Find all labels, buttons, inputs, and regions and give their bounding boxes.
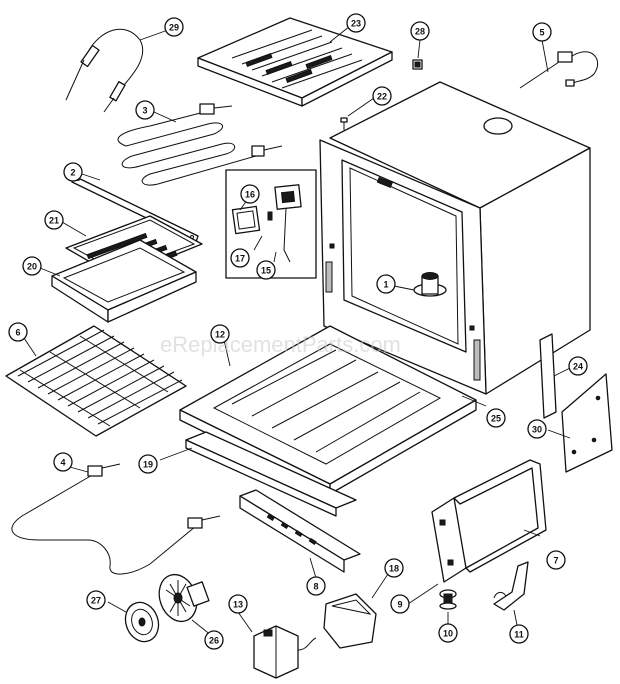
vent-panel-part[interactable]: [239, 489, 361, 573]
callout-30[interactable]: 30: [527, 419, 547, 439]
callout-8[interactable]: 8: [306, 576, 326, 596]
callout-label: 13: [233, 600, 243, 610]
callout-7[interactable]: 7: [546, 550, 566, 570]
callout-18[interactable]: 18: [384, 558, 404, 578]
callout-label: 10: [443, 629, 453, 639]
callout-9[interactable]: 9: [390, 594, 410, 614]
callout-label: 6: [15, 328, 20, 338]
callout-20[interactable]: 20: [22, 256, 42, 276]
callout-10[interactable]: 10: [438, 623, 458, 643]
callout-label: 29: [169, 23, 179, 33]
callout-label: 21: [49, 216, 59, 226]
broil-element-part[interactable]: [117, 103, 283, 186]
broil-shield-part[interactable]: [197, 17, 393, 107]
clip-part[interactable]: [412, 59, 423, 70]
callout-24[interactable]: 24: [568, 356, 588, 376]
callout-label: 22: [377, 92, 387, 102]
drawer-cover-part[interactable]: [323, 593, 377, 649]
callout-19[interactable]: 19: [138, 454, 158, 474]
light-bulb-part[interactable]: [267, 211, 273, 221]
thermostat-bulb-part[interactable]: [65, 28, 144, 113]
broil-pan-part[interactable]: [51, 239, 197, 323]
callout-label: 19: [143, 460, 153, 470]
callout-label: 3: [142, 106, 147, 116]
callout-label: 4: [60, 458, 65, 468]
screw-part[interactable]: [340, 117, 348, 130]
callout-12[interactable]: 12: [210, 324, 230, 344]
light-socket-part[interactable]: [413, 272, 447, 297]
callout-21[interactable]: 21: [44, 210, 64, 230]
light-lens-part[interactable]: [231, 205, 261, 235]
callout-17[interactable]: 17: [230, 248, 250, 268]
oven-rack-part[interactable]: [5, 325, 187, 437]
callout-22[interactable]: 22: [372, 86, 392, 106]
callout-label: 18: [389, 564, 399, 574]
callout-label: 27: [91, 596, 101, 606]
callout-label: 28: [415, 27, 425, 37]
callout-label: 23: [351, 19, 361, 29]
callout-label: 24: [573, 362, 583, 372]
callout-label: 20: [27, 262, 37, 272]
callout-5[interactable]: 5: [532, 22, 552, 42]
callout-label: 7: [553, 556, 558, 566]
callout-label: 26: [209, 636, 219, 646]
callout-label: 25: [491, 414, 501, 424]
callout-16[interactable]: 16: [240, 184, 260, 204]
callout-25[interactable]: 25: [486, 408, 506, 428]
side-bracket-part[interactable]: [561, 373, 613, 473]
callout-23[interactable]: 23: [346, 13, 366, 33]
callout-label: 16: [245, 190, 255, 200]
frame-bracket-part[interactable]: [431, 459, 547, 583]
callout-29[interactable]: 29: [164, 17, 184, 37]
callout-label: 17: [235, 254, 245, 264]
callout-label: 5: [539, 28, 544, 38]
temperature-sensor-part[interactable]: [519, 51, 599, 89]
callout-11[interactable]: 11: [509, 624, 529, 644]
light-housing-part[interactable]: [274, 184, 302, 263]
callout-label: 9: [397, 600, 402, 610]
callout-2[interactable]: 2: [63, 162, 83, 182]
callout-13[interactable]: 13: [228, 594, 248, 614]
callout-6[interactable]: 6: [8, 322, 28, 342]
callout-15[interactable]: 15: [256, 260, 276, 280]
front-trim-part[interactable]: [185, 431, 357, 517]
callout-26[interactable]: 26: [204, 630, 224, 650]
leader-lines: [23, 25, 571, 637]
watermark-text: eReplacementParts.com: [160, 332, 401, 357]
callout-27[interactable]: 27: [86, 590, 106, 610]
fan-motor-part[interactable]: [153, 569, 210, 626]
callout-label: 1: [383, 280, 388, 290]
bolt-part[interactable]: [439, 602, 457, 610]
bake-element-part[interactable]: [11, 463, 221, 575]
callout-label: 15: [261, 266, 271, 276]
callout-label: 11: [514, 630, 524, 640]
callout-label: 12: [215, 330, 225, 340]
callout-label: 8: [313, 582, 318, 592]
callout-4[interactable]: 4: [53, 452, 73, 472]
callout-3[interactable]: 3: [135, 100, 155, 120]
callout-label: 2: [70, 168, 75, 178]
callout-1[interactable]: 1: [376, 274, 396, 294]
callout-28[interactable]: 28: [410, 21, 430, 41]
oven-cavity[interactable]: [319, 81, 591, 395]
igniter-part[interactable]: [253, 625, 317, 679]
anti-tip-clip-part[interactable]: [493, 561, 529, 611]
side-strip-part[interactable]: [539, 333, 557, 419]
callout-label: 30: [532, 425, 542, 435]
fan-disc-part[interactable]: [120, 598, 164, 647]
